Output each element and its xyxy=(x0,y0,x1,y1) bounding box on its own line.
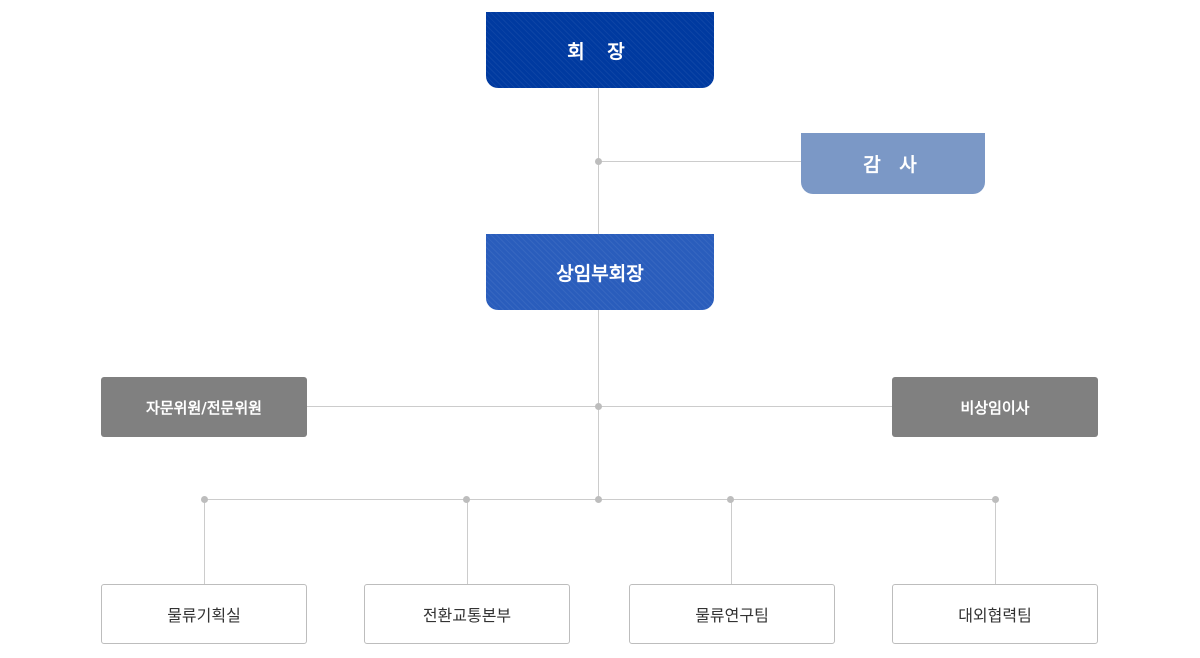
connector-unit-3 xyxy=(731,499,732,585)
advisory-committee-box: 자문위원/전문위원 xyxy=(101,377,307,437)
junction-dot-unit-4 xyxy=(992,496,999,503)
junction-dot-unit-3 xyxy=(727,496,734,503)
chairman-box: 회 장 xyxy=(486,12,714,88)
junction-dot-unit-1 xyxy=(201,496,208,503)
auditor-box: 감 사 xyxy=(801,133,985,194)
connector-unit-2 xyxy=(467,499,468,585)
unit-box-modal-shift: 전환교통본부 xyxy=(364,584,570,644)
unit-box-logistics-research: 물류연구팀 xyxy=(629,584,835,644)
junction-dot-units-center xyxy=(595,496,602,503)
junction-dot-advisory xyxy=(595,403,602,410)
connector-auditor xyxy=(599,161,802,162)
connector-unit-4 xyxy=(995,499,996,585)
unit-box-logistics-planning: 물류기획실 xyxy=(101,584,307,644)
junction-dot-auditor xyxy=(595,158,602,165)
non-standing-director-box: 비상임이사 xyxy=(892,377,1098,437)
vice-chairman-box: 상임부회장 xyxy=(486,234,714,310)
unit-box-external-cooperation: 대외협력팀 xyxy=(892,584,1098,644)
junction-dot-unit-2 xyxy=(463,496,470,503)
connector-unit-1 xyxy=(204,499,205,585)
